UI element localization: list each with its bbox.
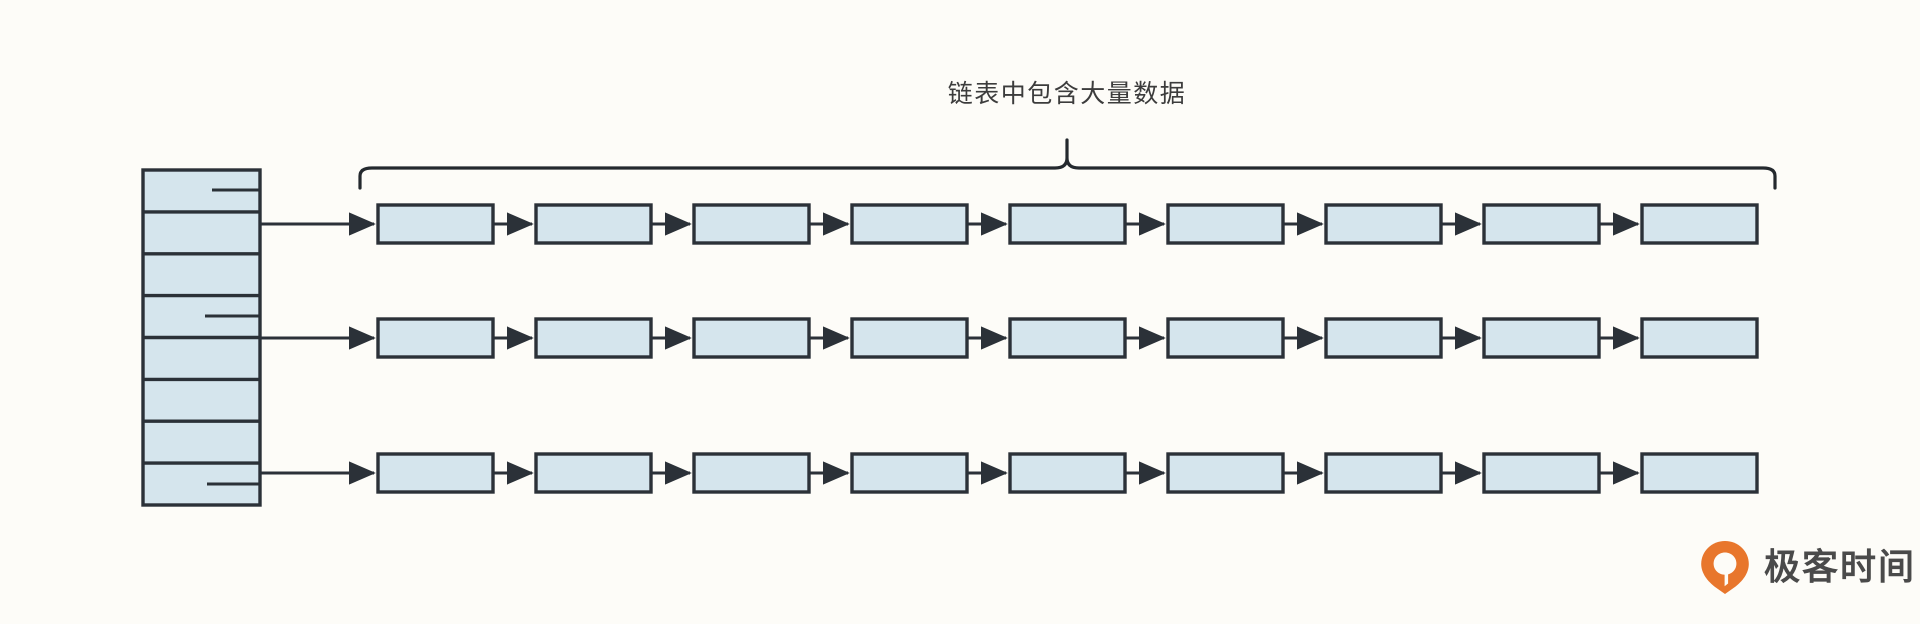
list-node [376, 452, 495, 494]
list-node [534, 203, 653, 245]
list-node [692, 317, 811, 359]
list-node [1166, 317, 1285, 359]
list-node [850, 317, 969, 359]
list-node [850, 203, 969, 245]
list-node [376, 317, 495, 359]
list-node [1640, 203, 1759, 245]
list-node [1166, 203, 1285, 245]
list-node [1640, 317, 1759, 359]
list-node [534, 317, 653, 359]
hash-bucket-array [141, 168, 262, 507]
list-node [1324, 452, 1443, 494]
brand-name: 极客时间 [1764, 546, 1917, 587]
list-node [692, 203, 811, 245]
list-node [692, 452, 811, 494]
list-node [1640, 452, 1759, 494]
span-brace [358, 138, 1777, 190]
list-node [1482, 203, 1601, 245]
list-node [1008, 452, 1127, 494]
list-node [1008, 203, 1127, 245]
array-to-list-connectors [258, 190, 376, 485]
brand-watermark: 极客时间 [1698, 539, 1916, 595]
list-node [850, 452, 969, 494]
list-node [1324, 203, 1443, 245]
geektime-logo-icon [1698, 539, 1752, 595]
array-cell-pointer-stubs [205, 188, 260, 486]
list-node [1166, 452, 1285, 494]
list-node [1482, 317, 1601, 359]
list-node [1008, 317, 1127, 359]
list-node [1482, 452, 1601, 494]
diagram-caption: 链表中包含大量数据 [947, 80, 1187, 108]
list-node [1324, 317, 1443, 359]
list-row-3 [376, 452, 1759, 494]
list-node [376, 203, 495, 245]
list-node [534, 452, 653, 494]
list-row-2 [376, 317, 1759, 359]
list-row-1 [376, 203, 1759, 245]
